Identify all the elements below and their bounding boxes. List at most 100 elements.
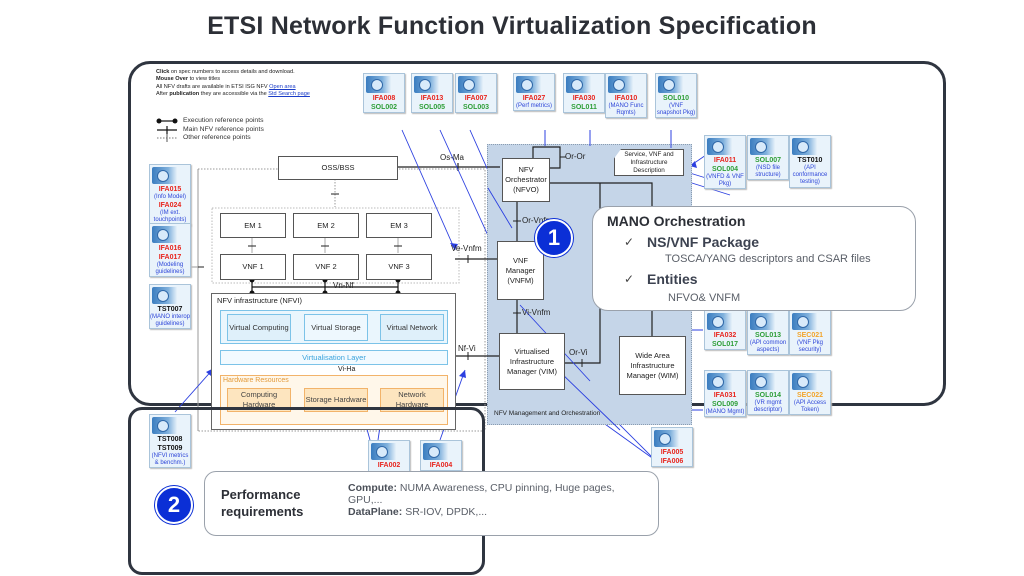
- spec-number[interactable]: SOL005: [418, 104, 446, 111]
- vim-box[interactable]: Virtualised Infrastructure Manager (VIM): [499, 333, 565, 390]
- spec-description: (API Access Token): [793, 400, 827, 414]
- vnf-2-box[interactable]: VNF 2: [293, 254, 359, 280]
- spec-number[interactable]: SOL010: [662, 95, 690, 102]
- spec-number[interactable]: SOL004: [711, 166, 739, 173]
- mano-label: NFV Management and Orchestration: [494, 410, 601, 417]
- spec-number[interactable]: SEC022: [796, 392, 824, 399]
- descriptor-box[interactable]: Service, VNF and Infrastructure Descript…: [614, 149, 684, 176]
- spec-number[interactable]: IFA024: [158, 202, 182, 210]
- spec-number[interactable]: SOL011: [571, 104, 597, 111]
- spec-number[interactable]: IFA010: [614, 95, 638, 102]
- dataplane-text: SR-IOV, DPDK,...: [402, 506, 488, 518]
- spec-card-sec022[interactable]: SEC022(API Access Token): [789, 370, 831, 416]
- spec-number[interactable]: SOL002: [370, 104, 398, 111]
- spec-number[interactable]: SOL013: [754, 332, 782, 339]
- spec-card-tst010[interactable]: TST010(API conformance testing): [789, 135, 831, 188]
- spec-card-sol013[interactable]: SOL013(API common aspects): [747, 310, 789, 356]
- virtual-computing-box[interactable]: Virtual Computing: [227, 314, 291, 341]
- spec-card-sol007[interactable]: SOL007(NSD file structure): [747, 135, 789, 181]
- legend-item: Execution reference points: [156, 117, 264, 126]
- etsi-logo-icon: [750, 313, 786, 330]
- etsi-logo-icon: [366, 76, 402, 93]
- spec-number[interactable]: TST010: [797, 157, 823, 164]
- open-area-link[interactable]: Open area: [269, 83, 296, 90]
- spec-number[interactable]: TST007: [157, 306, 183, 313]
- spec-card-tst007[interactable]: TST007(MANO interop guidelines): [149, 284, 191, 330]
- spec-card-ifa004[interactable]: IFA004: [420, 440, 462, 471]
- legend-label: Other reference points: [183, 134, 251, 142]
- virtual-storage-box[interactable]: Virtual Storage: [304, 314, 368, 341]
- wim-box[interactable]: Wide Area Infrastructure Manager (WIM): [619, 336, 686, 395]
- spec-number[interactable]: TST008: [157, 436, 183, 443]
- etsi-logo-icon: [414, 76, 450, 93]
- etsi-logo-icon: [458, 76, 494, 93]
- mano-orchestration-callout: MANO Orchestration ✓ NS/VNF Package TOSC…: [592, 206, 916, 311]
- spec-number[interactable]: IFA031: [713, 392, 737, 399]
- spec-number[interactable]: IFA027: [522, 95, 546, 102]
- spec-number[interactable]: IFA006: [660, 458, 684, 465]
- spec-number[interactable]: IFA008: [372, 95, 396, 102]
- hardware-title: Hardware Resources: [223, 377, 289, 384]
- em-2-box[interactable]: EM 2: [293, 213, 359, 238]
- spec-number[interactable]: SOL014: [754, 392, 782, 399]
- spec-number[interactable]: IFA016: [158, 245, 182, 252]
- callout1-item-entities: Entities: [647, 271, 698, 287]
- em-3-box[interactable]: EM 3: [366, 213, 432, 238]
- spec-number[interactable]: SOL003: [462, 104, 490, 111]
- spec-card-sol014[interactable]: SOL014(VR mgmt descriptor): [747, 370, 789, 416]
- spec-number[interactable]: IFA015: [158, 186, 182, 193]
- vnf-3-box[interactable]: VNF 3: [366, 254, 432, 280]
- check-icon: ✓: [624, 235, 635, 249]
- spec-card-sec021[interactable]: SEC021(VNF Pkg security): [789, 310, 831, 356]
- ref-or-or: Or-Or: [565, 152, 586, 161]
- spec-number[interactable]: SOL009: [711, 401, 739, 408]
- nfvo-box[interactable]: NFV Orchestrator (NFVO): [502, 158, 550, 202]
- std-search-link[interactable]: Std Search page: [268, 91, 310, 98]
- spec-number[interactable]: IFA004: [429, 462, 453, 469]
- virtualisation-layer[interactable]: Virtualisation Layer: [220, 350, 448, 365]
- spec-number[interactable]: TST009: [157, 445, 183, 452]
- legend-item: Other reference points: [156, 134, 264, 143]
- spec-number[interactable]: IFA007: [464, 95, 488, 102]
- spec-number[interactable]: IFA032: [713, 332, 737, 339]
- spec-number[interactable]: SEC021: [796, 332, 824, 339]
- em-1-box[interactable]: EM 1: [220, 213, 286, 238]
- vnf-domain-boundary: [197, 168, 486, 432]
- spec-description: (VNFD & VNF Pkg): [706, 174, 744, 188]
- spec-number[interactable]: IFA017: [158, 254, 182, 261]
- spec-description: (VNF snapshot Pkg): [656, 103, 696, 117]
- spec-card-ifa015[interactable]: IFA015(Info Model)IFA024(IM ext. touchpo…: [149, 164, 191, 226]
- spec-number[interactable]: IFA002: [377, 462, 401, 469]
- oss-bss-box[interactable]: OSS/BSS: [278, 156, 398, 180]
- spec-card-ifa010[interactable]: IFA010(MANO Func Rqmts): [605, 73, 647, 119]
- spec-number[interactable]: IFA011: [713, 157, 737, 164]
- legend-item: Main NFV reference points: [156, 126, 264, 135]
- spec-description: (MANO Mgmt): [705, 409, 745, 415]
- etsi-logo-icon: [792, 138, 828, 155]
- virtual-network-box[interactable]: Virtual Network: [380, 314, 444, 341]
- etsi-logo-icon: [792, 313, 828, 330]
- spec-number[interactable]: IFA013: [420, 95, 444, 102]
- spec-description: (VNF Pkg security): [796, 340, 823, 354]
- ref-nf-vi: Nf-Vi: [458, 344, 476, 353]
- nfvi-title: NFV infrastructure (NFVI): [217, 296, 303, 305]
- spec-number[interactable]: SOL017: [711, 341, 739, 348]
- vnfm-box[interactable]: VNF Manager (VNFM): [497, 241, 544, 300]
- spec-number[interactable]: IFA005: [660, 449, 684, 456]
- note-text: to view titles: [188, 76, 221, 83]
- vnf-1-box[interactable]: VNF 1: [220, 254, 286, 280]
- spec-number[interactable]: SOL007: [754, 157, 782, 164]
- spec-card-sol010[interactable]: SOL010(VNF snapshot Pkg): [655, 73, 697, 119]
- spec-number[interactable]: IFA030: [572, 95, 596, 102]
- spec-card-ifa027[interactable]: IFA027(Perf metrics): [513, 73, 555, 112]
